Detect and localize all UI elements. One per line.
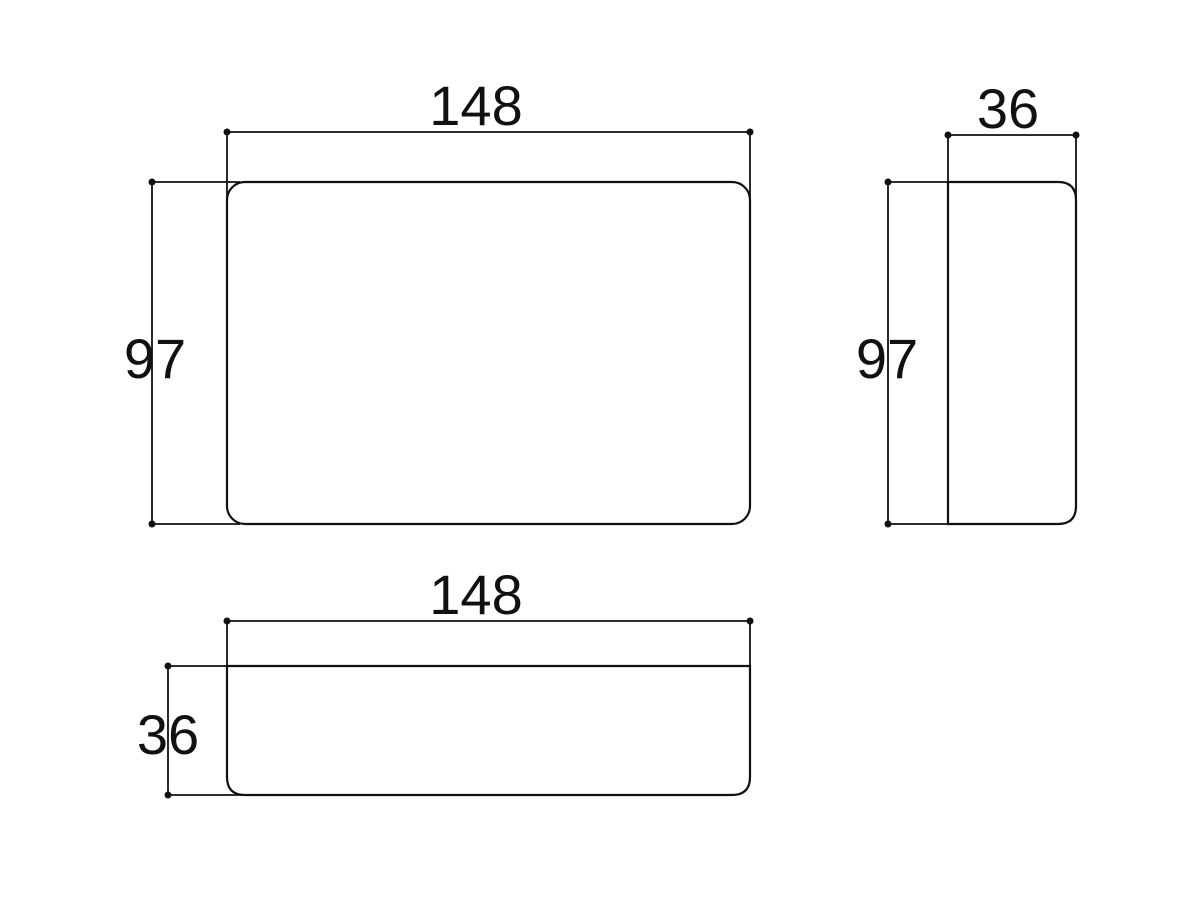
front-view: 148 97	[124, 74, 754, 528]
side-width-dimension: 36	[944, 77, 1080, 200]
bottom-width-dimension: 148	[223, 563, 754, 666]
side-height-label: 97	[856, 327, 918, 390]
front-height-label: 97	[124, 327, 186, 390]
bottom-height-dimension: 36	[137, 662, 245, 799]
front-height-dimension: 97	[124, 178, 240, 528]
front-view-outline	[225, 180, 752, 526]
bottom-view-outline	[225, 664, 752, 797]
bottom-height-label: 36	[137, 703, 199, 766]
bottom-view: 148 36	[137, 563, 754, 799]
side-view-outline	[946, 180, 1078, 526]
bottom-width-label: 148	[429, 563, 522, 626]
front-width-dimension: 148	[223, 74, 754, 200]
side-view: 36 97	[856, 77, 1080, 528]
side-width-label: 36	[977, 77, 1039, 140]
side-height-dimension: 97	[856, 178, 948, 528]
front-width-label: 148	[429, 74, 522, 137]
